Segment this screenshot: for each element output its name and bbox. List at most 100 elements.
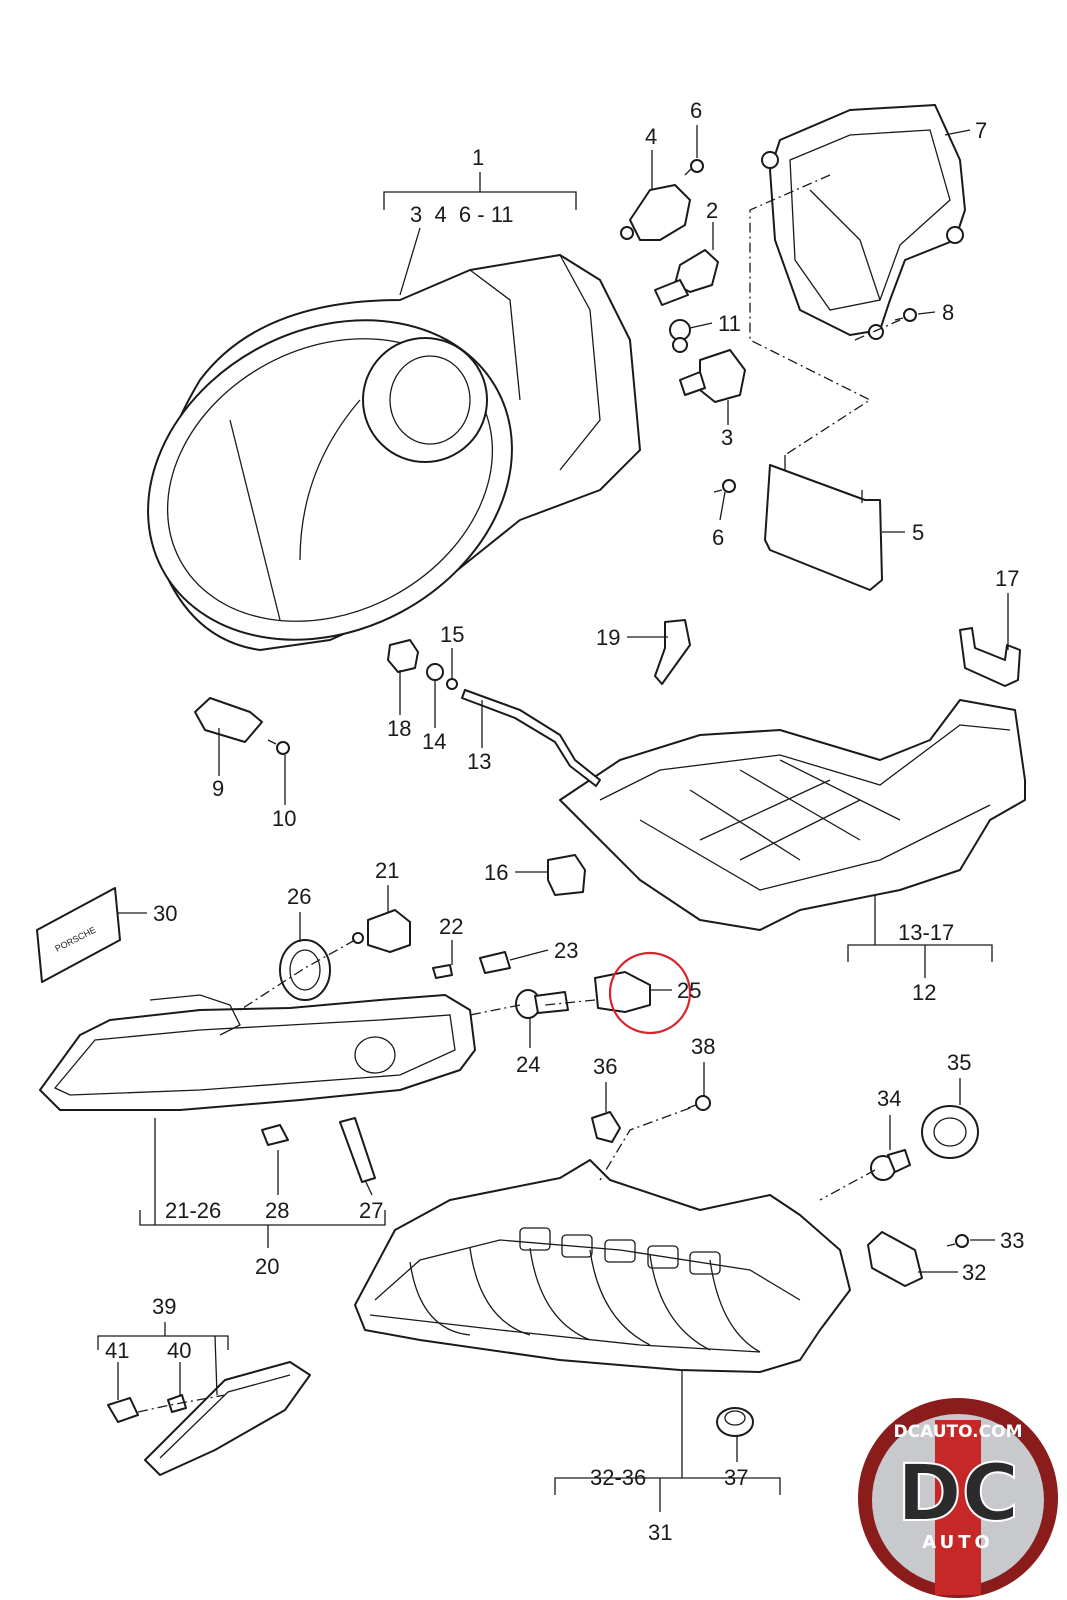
rubber-plug-part-16	[547, 854, 586, 896]
callout-38: 38	[691, 1034, 715, 1059]
watermark-letters: DC	[897, 1449, 1019, 1539]
callout-31-range: 32-36	[590, 1465, 646, 1490]
callout-28: 28	[265, 1198, 289, 1223]
control-unit-part-5	[764, 455, 883, 591]
callout-14: 14	[422, 729, 446, 754]
grommet-part-18	[387, 639, 419, 673]
hose-part-13	[461, 689, 601, 787]
callout-1-range: 3 4 6 - 11	[410, 202, 514, 227]
headlight-housing-part-1	[147, 254, 641, 651]
hose-part-27	[339, 1117, 376, 1183]
callout-3: 3	[721, 425, 733, 450]
clip-part-36	[591, 1111, 621, 1143]
socket-part-25	[594, 971, 651, 1013]
callout-36: 36	[593, 1054, 617, 1079]
callout-10: 10	[272, 806, 296, 831]
seal-part-15	[446, 678, 458, 690]
screw-part-38	[687, 1095, 711, 1111]
bulb-part-34	[870, 1149, 911, 1181]
callout-23: 23	[554, 938, 578, 963]
screw-part-6b	[713, 479, 736, 493]
screw-part-28	[261, 1124, 289, 1146]
callout-13: 13	[467, 749, 491, 774]
headlight-cover-part-7	[761, 104, 966, 340]
callout-5: 5	[912, 520, 924, 545]
callout-32: 32	[962, 1260, 986, 1285]
callout-31: 31	[648, 1520, 672, 1545]
highlight-circle-part-25	[608, 951, 692, 1035]
callout-39: 39	[152, 1294, 176, 1319]
cap-part-26	[279, 939, 331, 1001]
callout-24: 24	[516, 1052, 540, 1077]
leader-lines	[97, 125, 1009, 1512]
adjuster-part-4	[620, 184, 691, 241]
bulb-part-21	[352, 909, 411, 953]
fog-light-part-20	[39, 994, 476, 1111]
bulb-part-2	[654, 249, 719, 306]
callout-17: 17	[995, 566, 1019, 591]
callout-12-range: 13-17	[898, 920, 954, 945]
cover-part-32	[867, 1231, 923, 1287]
callout-20-range: 21-26	[165, 1198, 221, 1223]
callout-22: 22	[439, 914, 463, 939]
callout-labels: 1 3 4 6 - 11 2 3 4 5 6 6 7 8 9 10 11 12 …	[105, 98, 1024, 1545]
socket-part-41	[107, 1397, 139, 1423]
bulb-part-22	[432, 964, 453, 979]
socket-part-23	[479, 951, 511, 974]
callout-19: 19	[596, 625, 620, 650]
bracket-part-19	[654, 619, 691, 685]
bracket-part-17	[959, 627, 1021, 687]
assembly-line-drl	[599, 1107, 876, 1201]
clip-part-11	[669, 319, 691, 353]
callout-18: 18	[387, 716, 411, 741]
callout-7: 7	[975, 118, 987, 143]
callout-6a: 6	[690, 98, 702, 123]
callout-35: 35	[947, 1050, 971, 1075]
callout-20: 20	[255, 1254, 279, 1279]
callout-41: 41	[105, 1338, 129, 1363]
callout-25: 25	[677, 978, 701, 1003]
assembly-line-top-2	[854, 319, 901, 341]
cover-part-9	[194, 697, 263, 743]
callout-9: 9	[212, 776, 224, 801]
callout-26: 26	[287, 884, 311, 909]
turn-signal-assembly-part-31	[354, 1159, 851, 1373]
screw-part-8	[894, 308, 917, 322]
dcauto-watermark: DCAUTO.COM DC AUTO	[858, 1398, 1058, 1598]
callout-11: 11	[718, 311, 741, 336]
label-card-part-30: PORSCHE	[36, 887, 121, 983]
callout-30: 30	[153, 901, 177, 926]
screw-part-33	[946, 1234, 969, 1248]
assembly-line-signal	[469, 999, 596, 1016]
callout-34: 34	[877, 1086, 901, 1111]
callout-4: 4	[645, 124, 657, 149]
callout-21: 21	[375, 858, 399, 883]
bulb-part-3	[679, 349, 746, 403]
screw-part-6a	[684, 159, 704, 176]
watermark-url: DCAUTO.COM	[893, 1422, 1022, 1442]
watermark-subtext: AUTO	[922, 1532, 994, 1553]
callout-8: 8	[942, 300, 954, 325]
callout-37: 37	[724, 1465, 748, 1490]
bulb-part-24	[515, 989, 569, 1019]
side-marker-part-39	[144, 1361, 311, 1476]
bulb-part-40	[167, 1394, 187, 1413]
headlight-tray-part-12	[559, 699, 1026, 931]
callout-1: 1	[472, 145, 484, 170]
assembly-line-fog	[239, 939, 356, 1011]
callout-33: 33	[1000, 1228, 1024, 1253]
assembly-line-top-1	[749, 174, 872, 456]
cap-part-35	[921, 1105, 979, 1159]
callout-27: 27	[359, 1198, 383, 1223]
cap-part-37	[716, 1407, 754, 1437]
callout-12: 12	[912, 980, 936, 1005]
callout-16: 16	[484, 860, 508, 885]
callout-40: 40	[167, 1338, 191, 1363]
screw-part-10	[267, 739, 290, 755]
callout-6b: 6	[712, 525, 724, 550]
callout-2: 2	[706, 198, 718, 223]
plug-part-14	[426, 663, 444, 681]
callout-15: 15	[440, 622, 464, 647]
watermark-stripe	[935, 1420, 981, 1595]
